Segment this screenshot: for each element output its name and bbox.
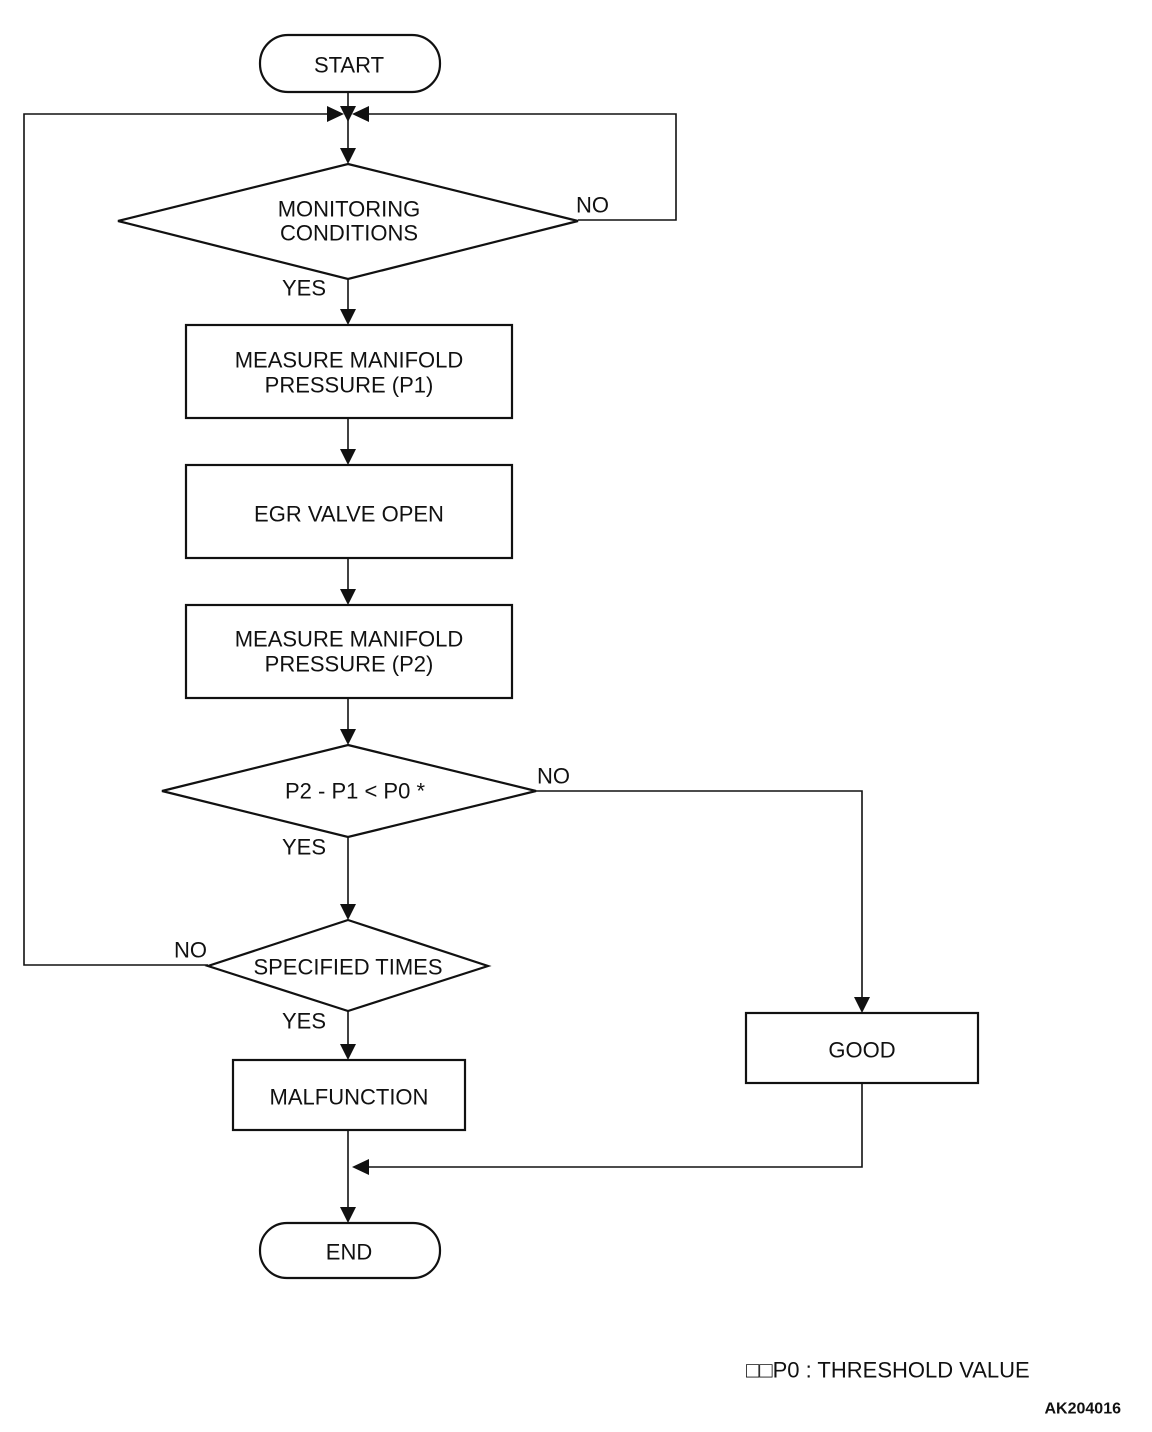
start-label: START <box>314 53 384 78</box>
figure-id: AK204016 <box>1045 1401 1122 1418</box>
end-label: END <box>326 1240 372 1265</box>
measure-p1-process: MEASURE MANIFOLD PRESSURE (P1) <box>184 323 514 420</box>
malfunction-box <box>231 1058 467 1132</box>
specified-yes-label: YES <box>282 1009 326 1034</box>
measure-p2-process: MEASURE MANIFOLD PRESSURE (P2) <box>184 603 514 700</box>
start-terminal <box>258 33 442 94</box>
arrowhead-loop-left <box>327 106 344 122</box>
connector-good-join <box>360 1083 863 1168</box>
measure-p2-box <box>184 603 514 700</box>
arrowhead-into-specified <box>340 904 356 920</box>
good-process: GOOD <box>744 1011 980 1085</box>
specified-diamond <box>204 918 492 1013</box>
good-label: GOOD <box>828 1038 895 1063</box>
egr-open-label: EGR VALVE OPEN <box>254 502 444 527</box>
arrowhead-loop-right <box>352 106 369 122</box>
compare-yes-label: YES <box>282 835 326 860</box>
monitoring-label-line-1: MONITORING <box>278 197 421 222</box>
threshold-footnote: □□P0 : THRESHOLD VALUE <box>746 1358 1030 1383</box>
malfunction-label: MALFUNCTION <box>270 1085 429 1110</box>
compare-label: P2 - P1 < P0 * <box>285 779 425 804</box>
connector-loop-specified-no <box>23 113 336 966</box>
arrowhead-into-egr <box>340 449 356 465</box>
egr-open-process: EGR VALVE OPEN <box>184 463 514 560</box>
arrowhead-into-end <box>340 1207 356 1223</box>
monitoring-diamond <box>117 162 579 281</box>
start-node: START <box>258 33 442 94</box>
end-terminal <box>258 1221 442 1280</box>
connectors <box>23 92 863 1221</box>
arrowhead-into-good <box>854 997 870 1013</box>
arrowhead-into-monitoring <box>340 148 356 164</box>
monitoring-label-line-2: CONDITIONS <box>280 221 418 246</box>
arrowhead-merge-top <box>340 106 356 122</box>
good-box <box>744 1011 980 1085</box>
measure-p1-label-line-1: MEASURE MANIFOLD <box>235 348 464 373</box>
specified-label: SPECIFIED TIMES <box>253 955 442 980</box>
measure-p1-label-line-2: PRESSURE (P1) <box>265 373 434 398</box>
measure-p2-label-line-2: PRESSURE (P2) <box>265 652 434 677</box>
connector-compare-good <box>536 790 863 1011</box>
measure-p1-box <box>184 323 514 420</box>
arrowhead-into-measure-p2 <box>340 589 356 605</box>
measure-p2-label-line-1: MEASURE MANIFOLD <box>235 627 464 652</box>
monitoring-decision: MONITORING CONDITIONS <box>117 162 579 281</box>
arrowhead-into-measure-p1 <box>340 309 356 325</box>
edge-labels: NO YES NO YES NO YES <box>174 193 609 1034</box>
monitoring-no-label: NO <box>576 193 609 218</box>
arrowhead-into-compare <box>340 729 356 745</box>
end-node: END <box>258 1221 442 1280</box>
arrowheads <box>327 106 870 1223</box>
monitoring-yes-label: YES <box>282 276 326 301</box>
compare-decision: P2 - P1 < P0 * <box>161 743 537 839</box>
malfunction-process: MALFUNCTION <box>231 1058 467 1132</box>
arrowhead-into-malfunction <box>340 1044 356 1060</box>
connector-loop-monitoring-no <box>360 113 677 221</box>
egr-open-box <box>184 463 514 560</box>
specified-decision: SPECIFIED TIMES <box>204 918 492 1013</box>
specified-no-label: NO <box>174 938 207 963</box>
compare-no-label: NO <box>537 764 570 789</box>
compare-diamond <box>161 743 537 839</box>
arrowhead-join <box>352 1159 369 1175</box>
